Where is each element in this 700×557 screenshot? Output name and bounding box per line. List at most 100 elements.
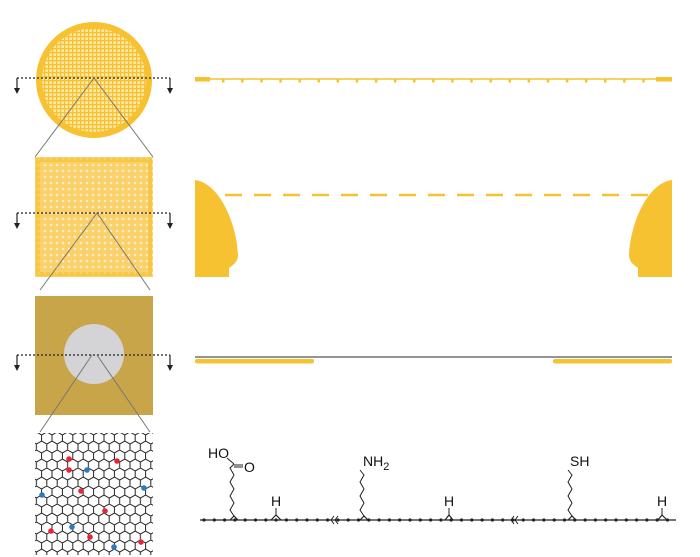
chain-atom: [264, 518, 268, 522]
oxygen-atom: [87, 534, 93, 540]
chain-break-icon: [330, 515, 519, 525]
oxygen-atom: [114, 458, 120, 464]
nitrogen-atom: [69, 524, 75, 530]
grid-bar-tick: [279, 79, 282, 83]
label-h: H: [444, 493, 454, 509]
grid-bar-tick: [413, 79, 416, 83]
chain-atom: [398, 518, 402, 522]
chain-atom: [346, 518, 350, 522]
amine-chain: [359, 469, 365, 517]
nitrogen-atom: [84, 467, 90, 473]
grid-bar-tick: [489, 79, 492, 83]
grid-bar-tick: [222, 79, 225, 83]
oxygen-atom: [66, 467, 72, 473]
chain-atom: [212, 518, 216, 522]
support-right: [553, 359, 672, 364]
thiol-chain: [567, 469, 573, 517]
oxygen-atom: [102, 508, 108, 514]
chain-atom: [439, 518, 443, 522]
chain-atom: [253, 518, 258, 522]
grid-bar-left: [195, 180, 238, 277]
chain-atom: [326, 518, 330, 522]
grid-bar-tick: [470, 79, 473, 83]
nitrogen-atom: [39, 492, 45, 498]
label-h: H: [271, 493, 281, 509]
grid-bar-tick: [298, 79, 301, 83]
chain-atom: [583, 518, 587, 522]
chain-atom: [202, 518, 206, 522]
chain-atom: [305, 518, 309, 522]
chain-atom: [532, 518, 536, 522]
chain-atom: [645, 518, 649, 522]
grid-bar-tick: [565, 79, 569, 83]
chain-atom: [501, 518, 505, 522]
grid-bar-tick: [317, 79, 320, 83]
grid-bar-tick: [642, 79, 645, 83]
chain-atom: [418, 518, 422, 522]
chain-atom: [336, 518, 340, 522]
chain-atom: [459, 518, 464, 522]
chain-atom: [521, 518, 525, 522]
label-amine: NH2: [363, 453, 389, 473]
grid-bar-tick: [374, 79, 378, 83]
zoom-lines-1: [34, 77, 154, 158]
chain-atom: [624, 518, 628, 522]
chain-atom: [470, 518, 474, 522]
tem-grid-topview: [14, 22, 173, 138]
chain-atom: [480, 518, 484, 522]
oxygen-atom: [48, 528, 54, 534]
chain-atom: [377, 518, 381, 522]
single-hole-topview: [14, 296, 173, 415]
grid-bar-tick: [355, 79, 359, 83]
chain-atom: [387, 518, 391, 522]
oxygen-atom: [138, 539, 144, 545]
chain-atom: [562, 518, 567, 522]
grid-disc: [36, 22, 152, 138]
chain-atom: [635, 518, 639, 522]
grid-bar-tick: [393, 79, 397, 83]
chain-atom: [315, 518, 319, 522]
grid-bar-tick: [604, 79, 607, 83]
grid-bar-tick: [527, 79, 531, 83]
chain-atom: [243, 518, 247, 522]
grid-bar-tick: [584, 79, 588, 83]
hole-cross-section: [195, 356, 672, 364]
chain-atom: [274, 518, 278, 522]
chain-atom: [614, 518, 618, 522]
chain-atom: [429, 518, 433, 522]
functionalized-chain: HO O NH2 SH H H H: [200, 445, 676, 525]
film-cross-section: [195, 180, 672, 277]
zoom-lines-3: [39, 354, 151, 433]
grid-cross-section: [195, 77, 672, 83]
oxygen-atom: [78, 488, 84, 494]
grid-bar-tick: [508, 79, 511, 83]
grid-bar-tick: [336, 79, 340, 83]
grid-bar-tick: [451, 79, 454, 83]
label-ho: HO: [208, 445, 229, 461]
grid-bar-tick: [432, 79, 435, 83]
chain-atom: [490, 518, 494, 522]
carboxyl-chain: [226, 457, 243, 517]
oxygen-atom: [66, 456, 72, 462]
graphene-lattice: [35, 433, 153, 555]
chain-atom: [295, 518, 299, 522]
grid-bar-right: [629, 180, 672, 277]
chain-atom: [356, 518, 361, 522]
grid-bar-tick: [546, 79, 550, 83]
label-thiol: SH: [570, 453, 589, 469]
chain-atom: [593, 518, 598, 522]
label-o: O: [244, 459, 255, 475]
grid-bar-tick: [623, 79, 626, 83]
chain-atom: [284, 518, 288, 522]
chain-atom: [408, 518, 412, 522]
label-h: H: [657, 493, 667, 509]
zoom-lines-2: [39, 212, 151, 291]
grid-bar-tick: [241, 79, 244, 83]
chain-atom: [223, 518, 227, 522]
hole: [64, 324, 124, 384]
grid-bar-tick: [260, 79, 263, 83]
nitrogen-atom: [111, 544, 117, 550]
support-left: [195, 359, 314, 364]
